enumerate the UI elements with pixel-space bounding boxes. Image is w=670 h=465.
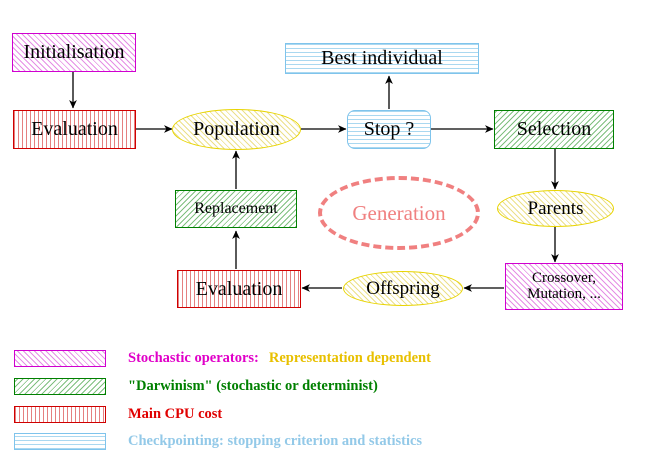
legend-swatch-magenta-icon xyxy=(14,350,106,367)
node-variation[interactable]: Crossover, Mutation, ... xyxy=(505,263,623,310)
node-selection[interactable]: Selection xyxy=(494,110,614,149)
legend-item-darwinism: "Darwinism" (stochastic or determinist) xyxy=(14,378,378,395)
legend-label-checkpointing: Checkpointing: stopping criterion and st… xyxy=(128,433,423,449)
node-initialisation[interactable]: Initialisation xyxy=(12,33,136,72)
legend-label-representation: Representation dependent xyxy=(268,350,431,366)
node-evaluation-top[interactable]: Evaluation xyxy=(13,110,136,149)
node-stop[interactable]: Stop ? xyxy=(347,110,431,149)
node-parents[interactable]: Parents xyxy=(497,190,614,227)
legend-swatch-red-icon xyxy=(14,406,106,423)
node-stop-label: Stop ? xyxy=(363,118,415,140)
node-population[interactable]: Population xyxy=(172,109,301,150)
node-replacement[interactable]: Replacement xyxy=(175,190,297,228)
node-generation-label: Generation xyxy=(352,200,446,225)
legend-label-stochastic: Stochastic operators: xyxy=(128,350,259,366)
node-best-individual[interactable]: Best individual xyxy=(285,43,479,74)
legend-label-cpu-cost: Main CPU cost xyxy=(128,406,223,422)
node-replacement-label: Replacement xyxy=(194,199,278,217)
legend-swatch-blue-icon xyxy=(14,433,106,450)
node-evaluation-top-label: Evaluation xyxy=(31,118,118,140)
node-selection-label: Selection xyxy=(516,118,592,140)
node-population-label: Population xyxy=(193,118,280,140)
node-variation-label-line2: Mutation, ... xyxy=(527,285,601,302)
node-generation: Generation xyxy=(318,176,480,250)
legend-item-checkpointing: Checkpointing: stopping criterion and st… xyxy=(14,433,422,450)
node-variation-label-line1: Crossover, xyxy=(532,269,596,286)
node-evaluation-bottom-label: Evaluation xyxy=(195,277,283,300)
node-initialisation-label: Initialisation xyxy=(23,41,125,63)
legend-item-stochastic: Stochastic operators: Representation dep… xyxy=(14,350,431,367)
node-offspring-label: Offspring xyxy=(366,277,440,299)
legend-item-cpu-cost: Main CPU cost xyxy=(14,406,222,423)
node-offspring[interactable]: Offspring xyxy=(343,271,463,306)
node-best-individual-label: Best individual xyxy=(321,47,443,69)
node-parents-label: Parents xyxy=(527,197,584,219)
node-evaluation-bottom[interactable]: Evaluation xyxy=(177,270,301,308)
legend-label-darwinism: "Darwinism" (stochastic or determinist) xyxy=(128,378,378,394)
legend-swatch-green-icon xyxy=(14,378,106,395)
